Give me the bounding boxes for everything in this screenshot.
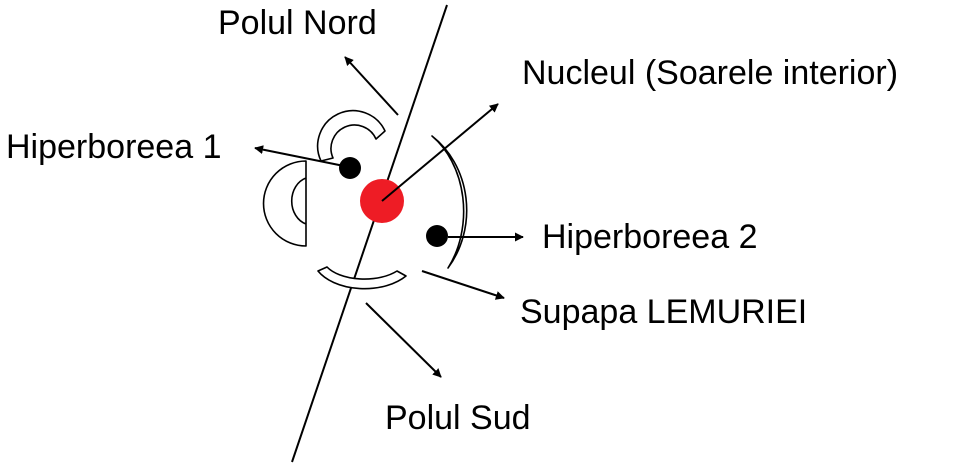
core-arrow xyxy=(381,103,499,202)
lemuria-valve-label: Supapa LEMURIEI xyxy=(520,293,807,331)
north-pole-label: Polul Nord xyxy=(218,4,377,42)
right-shell-fragment xyxy=(431,135,468,269)
lower-shell-fragment xyxy=(317,266,407,290)
north-pole-arrow xyxy=(344,56,399,116)
left-shell-fragment xyxy=(262,160,307,247)
hyperborea-1-arrow xyxy=(254,145,345,167)
core-label: Nucleul (Soarele interior) xyxy=(522,54,898,92)
hyperborea-2-label: Hiperboreea 2 xyxy=(542,218,757,256)
hyperborea-1-label: Hiperboreea 1 xyxy=(6,128,221,166)
lemuria-valve-arrow xyxy=(421,270,505,300)
hyperborea-1-dot xyxy=(339,157,361,179)
south-pole-arrow xyxy=(365,302,442,378)
hyperborea-2-dot xyxy=(426,225,448,247)
rotation-axis xyxy=(291,4,448,463)
upper-shell-fragment xyxy=(316,109,386,162)
south-pole-label: Polul Sud xyxy=(385,399,531,437)
